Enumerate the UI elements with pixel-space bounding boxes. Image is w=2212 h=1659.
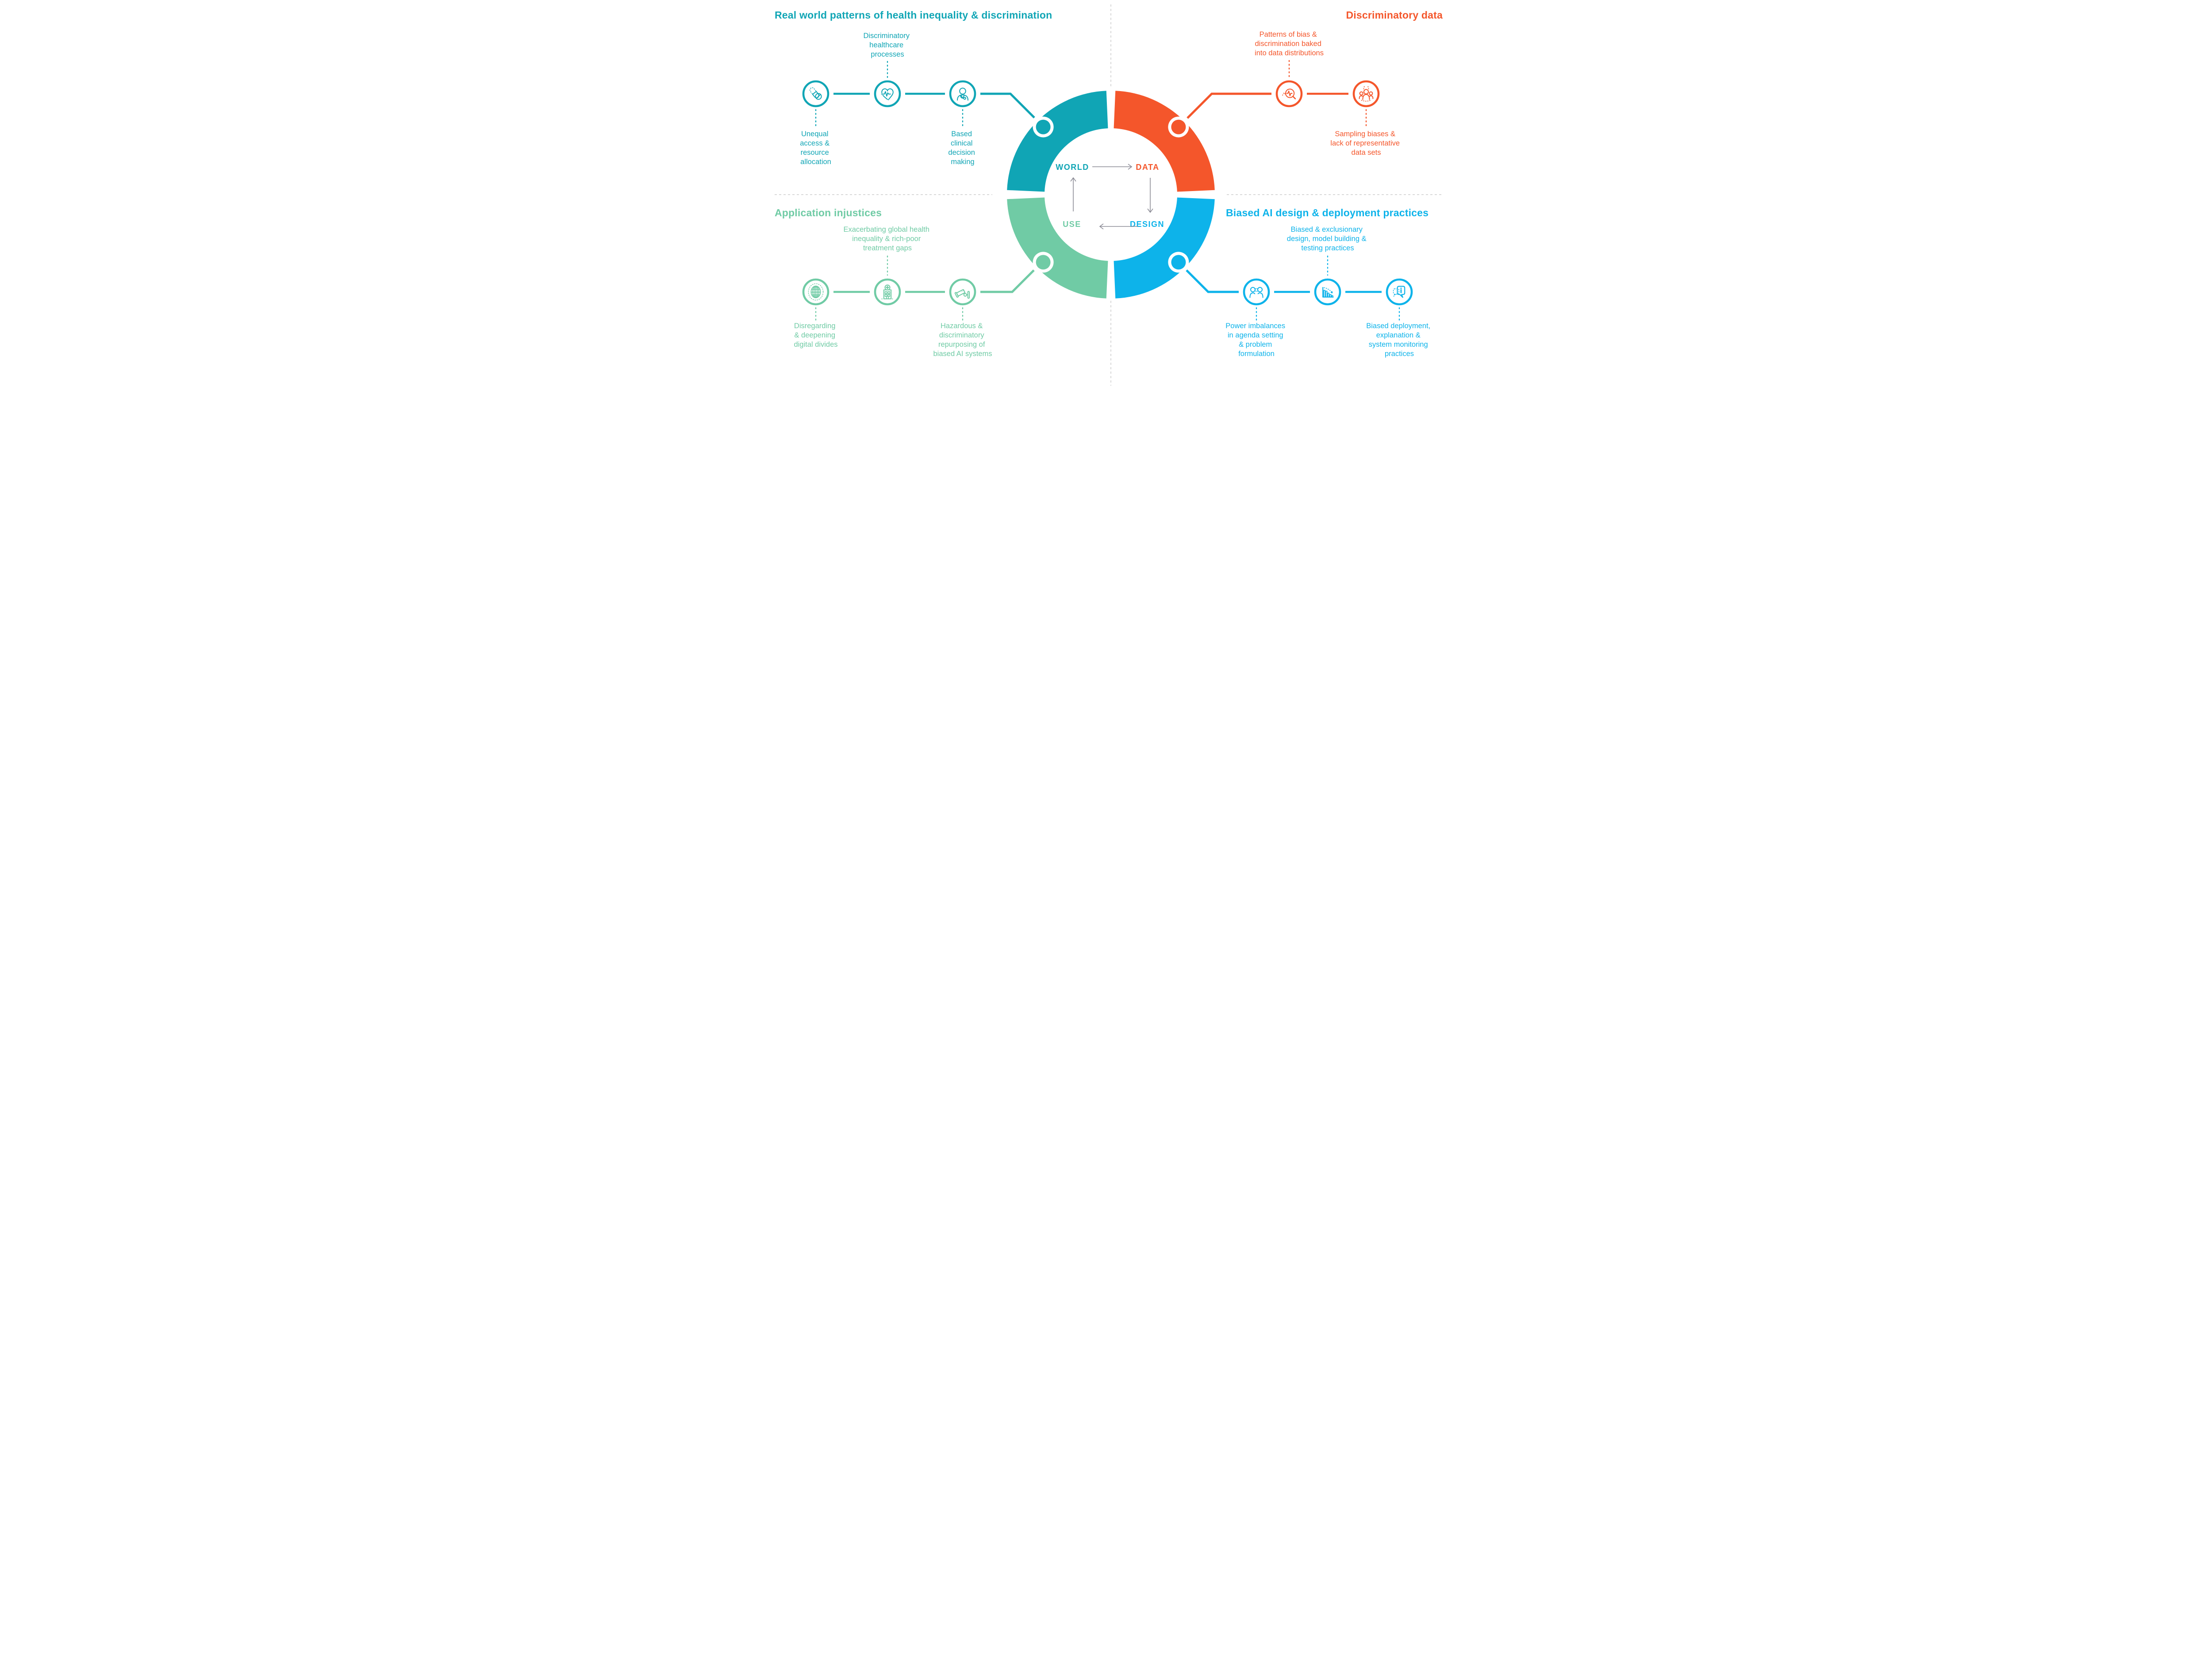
pills-icon — [802, 80, 830, 107]
cycle-word-use: USE — [1063, 220, 1081, 229]
donut-node-teal — [1033, 116, 1054, 138]
quadrant-top-right-graphics — [1187, 60, 1380, 129]
cycle-arrows — [1070, 164, 1153, 230]
infographic-page: WORLD DATA USE DESIGN Real world pattern… — [759, 0, 1453, 390]
donut-node-mint — [1033, 252, 1054, 273]
label-sampling-biases: Sampling biases & lack of representative… — [1330, 130, 1402, 157]
quadrant-bottom-right-graphics — [1186, 255, 1413, 322]
arrow-use-to-world — [1070, 177, 1076, 211]
label-power-imbalances: Power imbalances in agenda setting & pro… — [1225, 322, 1287, 358]
people-group-icon — [1352, 80, 1380, 107]
globe-icon — [802, 278, 830, 306]
donut-node-blue — [1168, 252, 1189, 273]
label-biased-deployment: Biased deployment, explanation & system … — [1366, 322, 1432, 358]
declining-chart-icon — [1314, 278, 1341, 306]
title-bottom-left: Application injustices — [775, 207, 882, 218]
label-clinical-decision: Based clinical decision making — [948, 130, 977, 166]
label-biased-exclusionary-design: Biased & exclusionary design, model buil… — [1287, 226, 1368, 252]
doctor-icon — [949, 80, 976, 107]
cycle-word-world: WORLD — [1056, 163, 1089, 172]
label-digital-divides: Disregarding & deepening digital divides — [794, 322, 837, 349]
donut-quadrant-design — [1114, 197, 1215, 299]
connector-bottom-right — [1186, 269, 1239, 293]
speech-info-icon — [1386, 278, 1413, 306]
connector-top-right — [1187, 92, 1271, 119]
cycle-donut — [1007, 91, 1215, 299]
label-patterns-of-bias: Patterns of bias & discrimination baked … — [1255, 31, 1324, 57]
quadrant-top-left-graphics — [802, 61, 1035, 129]
arrow-world-to-data — [1092, 164, 1133, 170]
cycle-word-design: DESIGN — [1130, 220, 1164, 229]
hospital-icon — [874, 278, 901, 306]
arrow-design-to-use — [1099, 223, 1138, 230]
label-exacerbating-inequality: Exacerbating global health inequality & … — [843, 226, 931, 252]
donut-quadrant-use — [1007, 197, 1108, 299]
people-arrows-icon — [1243, 278, 1270, 306]
title-top-left: Real world patterns of health inequality… — [775, 9, 1052, 21]
label-hazardous-repurposing: Hazardous & discriminatory repurposing o… — [933, 322, 992, 358]
label-unequal-access: Unequal access & resource allocation — [800, 130, 832, 166]
heart-pulse-icon — [874, 80, 901, 107]
quadrant-dividers — [775, 4, 1443, 386]
cctv-icon — [949, 278, 976, 306]
quadrant-bottom-left-graphics — [802, 255, 1035, 322]
title-bottom-right: Biased AI design & deployment practices — [1226, 207, 1429, 218]
title-top-right: Discriminatory data — [1346, 9, 1443, 21]
label-discriminatory-healthcare: Discriminatory healthcare processes — [863, 32, 911, 58]
infographic-canvas: WORLD DATA USE DESIGN Real world pattern… — [775, 4, 1443, 386]
donut-quadrant-world — [1007, 91, 1108, 192]
arrow-data-to-design — [1147, 178, 1153, 213]
cycle-word-data: DATA — [1136, 163, 1159, 172]
donut-node-orange — [1168, 116, 1189, 138]
magnifier-chart-icon — [1275, 80, 1303, 107]
donut-quadrant-data — [1114, 91, 1215, 192]
connector-top-left — [980, 92, 1035, 119]
connector-bottom-left — [980, 269, 1035, 293]
